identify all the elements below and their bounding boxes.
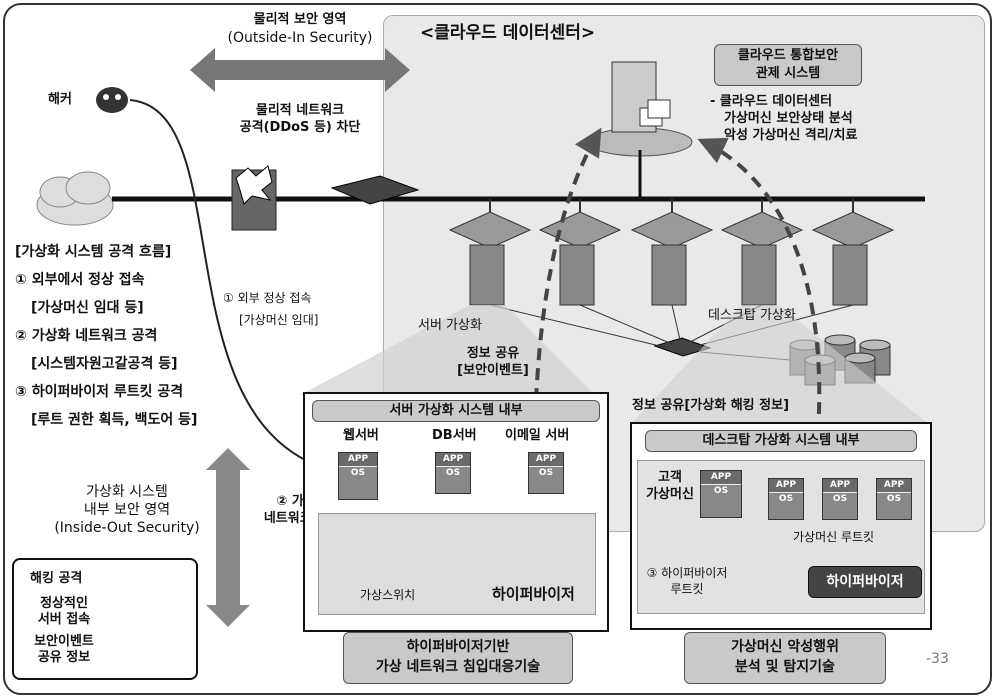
info-share-hacking-label: 정보 공유[가상화 해킹 정보] <box>632 398 790 413</box>
server-internal-title: 서버 가상화 시스템 내부 <box>312 400 600 422</box>
server-racks <box>448 199 895 306</box>
hacker-label: 해커 <box>48 92 72 107</box>
outer-frame <box>3 3 992 695</box>
integrated-security-box: 클라우드 통합보안 관제 시스템 <box>714 44 862 86</box>
vm-malware-tech-box: 가상머신 악성행위 분석 및 탐지기술 <box>684 632 886 684</box>
hypervisor-rootkit-label: ③ 하이퍼바이저 루트킷 <box>646 566 728 596</box>
page-number: -33 <box>926 651 949 667</box>
info-share-event-label: 정보 공유 [보안이벤트] <box>457 346 529 378</box>
hacker-icon <box>96 87 128 113</box>
hypervisor-network-tech-box: 하이퍼바이저기반 가상 네트워크 침입대응기술 <box>343 632 573 684</box>
security-server-icon <box>587 61 693 157</box>
desktop-zoom-cone <box>630 305 930 425</box>
legend-normal: 정상적인 서버 접속 <box>37 596 91 627</box>
physical-network-label: 물리적 네트워크 공격(DDoS 등) 차단 <box>239 103 361 135</box>
vm-rootkit-label: 가상머신 루트킷 <box>793 530 875 544</box>
security-notes: - 클라우드 데이터센터 가상머신 보안상태 분석 악성 가상머신 격리/치료 <box>710 94 858 143</box>
server-zoom-cone <box>300 305 595 395</box>
desktop-hypervisor-box: 하이퍼바이저 <box>808 566 922 598</box>
desktop-internal-title: 데스크탑 가상화 시스템 내부 <box>645 430 917 452</box>
info-share-hacking-path <box>697 137 822 573</box>
inside-security-label: 가상화 시스템 내부 보안 영역 (Inside-Out Security) <box>54 484 200 537</box>
web-server-label: 웹서버 <box>343 428 379 443</box>
legend-share: 보안이벤트 공유 정보 <box>34 634 94 665</box>
attack-flow-list: [가상화 시스템 공격 흐름] ① 외부에서 정상 접속 [가상머신 임대 등]… <box>15 238 197 434</box>
customer-vm-label: 고객 가상머신 <box>646 470 694 502</box>
desktop-virtualization-label: 데스크탑 가상화 <box>708 308 796 323</box>
outside-security-arrow <box>190 48 410 92</box>
inside-security-arrow <box>206 448 250 627</box>
outside-security-label: 물리적 보안 영역 (Outside-In Security) <box>227 12 373 46</box>
server-hypervisor-label: 하이퍼바이저 <box>492 585 575 603</box>
db-server-label: DB서버 <box>432 428 477 443</box>
mail-server-label: 이메일 서버 <box>505 428 570 443</box>
attack-flow-heading: [가상화 시스템 공격 흐름] <box>15 244 172 260</box>
hypervisor-layer <box>318 513 596 615</box>
firewall-icon <box>231 165 277 231</box>
legend-attack: 해킹 공격 <box>30 571 83 586</box>
external-access-label: ① 외부 정상 접속 [가상머신 임대] <box>223 291 319 327</box>
backbone-switch-icon <box>330 175 420 205</box>
internet-cloud-icon <box>36 171 114 226</box>
legend-box <box>12 558 198 680</box>
server-virtualization-label: 서버 가상화 <box>418 318 482 333</box>
hacker-attack-path <box>129 99 332 474</box>
datacenter-title: <클라우드 데이터센터> <box>420 23 596 43</box>
vswitch-label: 가상스위치 <box>360 588 416 602</box>
